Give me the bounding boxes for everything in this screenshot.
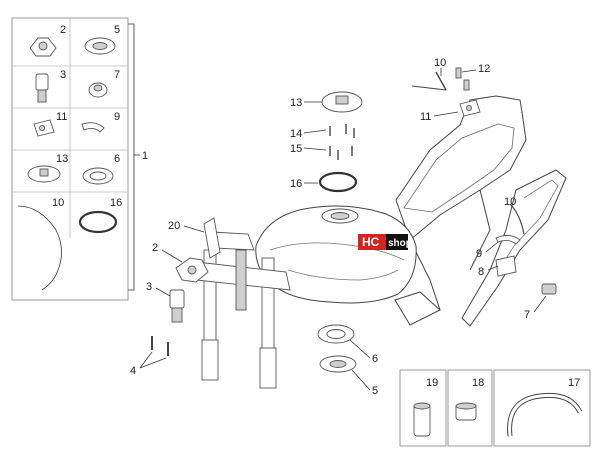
- inset-label-10: 10: [52, 197, 64, 209]
- part-12-bolts: [455, 67, 470, 91]
- part-17-hose: [507, 392, 583, 437]
- inset-label-3: 3: [60, 69, 66, 81]
- part-2-ignition-bracket: [175, 257, 209, 283]
- kit-inset-box: 2 5 3 7 11 9 13 6 10 16 1: [11, 17, 148, 301]
- label-4: 4: [130, 365, 136, 377]
- label-10-top: 10: [434, 57, 446, 69]
- part-11-seat-lock: [459, 99, 481, 117]
- inset-label-2: 2: [60, 24, 66, 36]
- front-fork: [195, 231, 291, 389]
- inset-label-16: 16: [110, 197, 122, 209]
- inset-part-7-switch: [88, 82, 108, 98]
- label-7: 7: [524, 309, 530, 321]
- label-10-right: 10: [504, 196, 516, 208]
- label-14: 14: [290, 128, 302, 140]
- label-6: 6: [372, 353, 378, 365]
- part-20-label-plate: [203, 217, 221, 259]
- inset-label-9: 9: [114, 111, 120, 123]
- inset-label-7: 7: [114, 69, 120, 81]
- inset-label-13: 13: [56, 153, 68, 165]
- bottom-box-17: 17: [493, 369, 591, 447]
- part-18-cap: [455, 402, 477, 421]
- watermark-shop: shop: [388, 238, 412, 249]
- inset-part-3-lock-cylinder: [35, 73, 49, 103]
- part-4-bolts: [151, 336, 169, 356]
- inset-part-5-ring: [84, 37, 116, 55]
- label-12: 12: [478, 63, 490, 75]
- label-8: 8: [478, 266, 484, 278]
- inset-part-13-tank-cap: [27, 165, 61, 183]
- label-20: 20: [168, 220, 180, 232]
- inset-label-6: 6: [114, 153, 120, 165]
- inset-part-2-ignition-bracket: [29, 37, 57, 57]
- part-6-flange: [317, 324, 355, 344]
- bottom-box-19: 19: [399, 369, 447, 447]
- watermark-hc: HC: [362, 235, 380, 249]
- part-10-cable-right: [509, 203, 525, 235]
- label-18: 18: [472, 377, 484, 389]
- label-5: 5: [372, 385, 378, 397]
- hc-shop-watermark: HC shop: [358, 234, 412, 250]
- label-16: 16: [290, 178, 302, 190]
- label-3: 3: [146, 281, 152, 293]
- part-19-sleeve: [413, 402, 431, 437]
- part-3-lock-cylinder: [169, 289, 185, 323]
- fuel-tank: [255, 205, 417, 304]
- inset-label-11: 11: [56, 111, 67, 123]
- part-10-cable-top: [411, 71, 447, 91]
- inset-part-11-seat-lock: [33, 119, 55, 137]
- inset-part-6-flange: [82, 167, 114, 185]
- label-2: 2: [152, 242, 158, 254]
- label-19: 19: [426, 377, 438, 389]
- inset-label-5: 5: [114, 24, 120, 36]
- inset-part-16-o-ring: [78, 210, 118, 234]
- label-17: 17: [568, 377, 580, 389]
- inset-part-10-cable: [17, 205, 62, 291]
- label-13: 13: [290, 97, 302, 109]
- group-label-1: 1: [142, 150, 148, 162]
- label-15: 15: [290, 143, 302, 155]
- inset-part-9-latch: [81, 122, 105, 133]
- label-11-top: 11: [420, 111, 431, 123]
- part-7-switch: [541, 283, 557, 295]
- side-panel: [461, 169, 567, 327]
- part-8-bracket: [495, 255, 517, 277]
- rear-frame: [394, 95, 527, 326]
- part-5-ring: [319, 355, 357, 373]
- fuel-cap-group: 13 14 15 16: [290, 91, 363, 193]
- label-9: 9: [476, 248, 482, 260]
- part-16-o-ring: [318, 171, 358, 193]
- part-9-latch: [495, 235, 521, 245]
- part-15-screws: [329, 146, 353, 160]
- part-14-screws: [329, 124, 355, 138]
- bottom-box-18: 18: [447, 369, 493, 447]
